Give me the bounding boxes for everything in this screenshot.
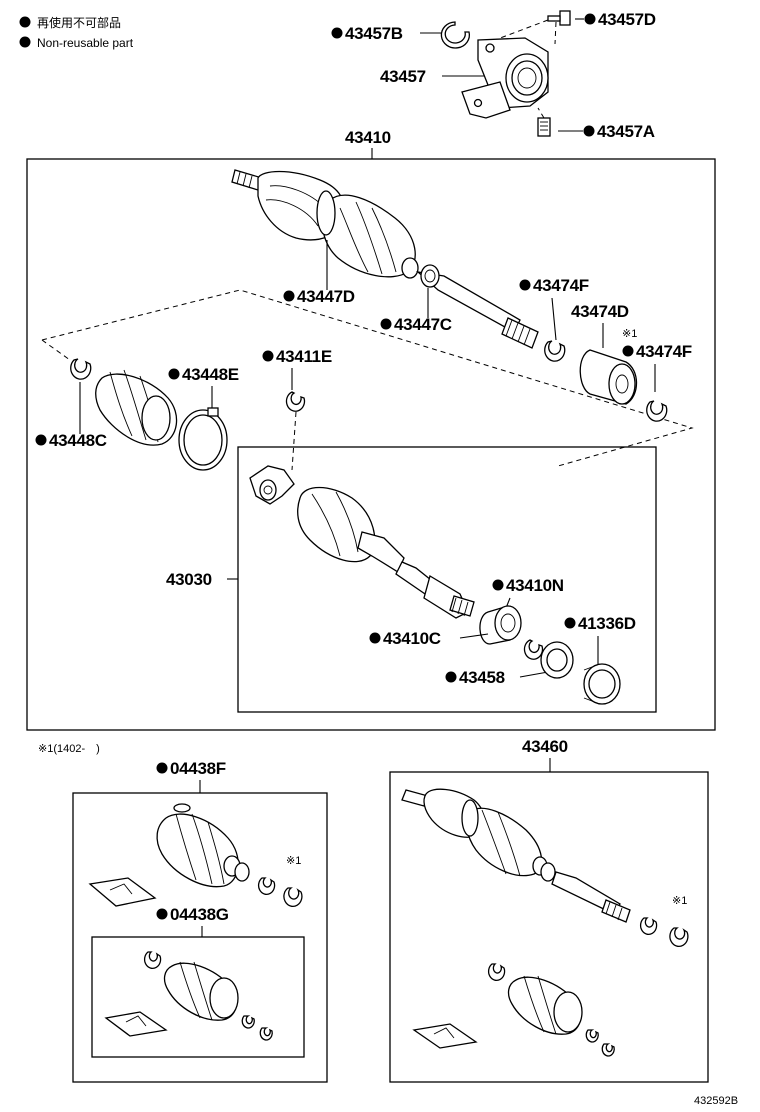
- non-reusable-dot-icon: [519, 279, 531, 291]
- legend-en: Non-reusable part: [37, 36, 134, 50]
- grease-pack-icon[interactable]: [88, 877, 157, 907]
- assembly-dash: [537, 107, 545, 119]
- non-reusable-dot-icon: [445, 671, 457, 683]
- leader-line: [551, 297, 557, 341]
- part-label-43447D[interactable]: 43447D: [297, 287, 355, 306]
- inner-cv-joint[interactable]: [249, 465, 475, 619]
- snap-ring-43457B[interactable]: [440, 21, 471, 49]
- snap-ring-43410C[interactable]: [523, 639, 544, 660]
- part-label-43447C[interactable]: 43447C: [394, 315, 452, 334]
- part-label-43448C[interactable]: 43448C: [49, 431, 107, 450]
- part-label-43410C[interactable]: 43410C: [383, 629, 441, 648]
- legend-jp: 再使用不可部品: [37, 15, 121, 30]
- non-reusable-dot-icon: [19, 16, 31, 28]
- clamp-43448C[interactable]: [70, 358, 92, 380]
- part-label-43460[interactable]: 43460: [522, 737, 568, 756]
- non-reusable-dot-icon: [564, 617, 576, 629]
- part-label-43474F-b[interactable]: 43474F: [636, 342, 692, 361]
- snap-ring-43460-2[interactable]: [601, 1043, 615, 1057]
- part-label-43448E[interactable]: 43448E: [182, 365, 239, 384]
- drive-shaft-43460[interactable]: [401, 788, 631, 923]
- non-reusable-dot-icon: [156, 908, 168, 920]
- note-mark: ※1: [672, 895, 687, 907]
- non-reusable-dot-icon: [168, 368, 180, 380]
- non-reusable-dot-icon: [331, 27, 343, 39]
- non-reusable-dot-icon: [19, 36, 31, 48]
- part-label-43474D[interactable]: 43474D: [571, 302, 629, 321]
- non-reusable-dot-icon: [583, 125, 595, 137]
- kit-box-04438F: [72, 792, 328, 1083]
- assembly-box-43410: [26, 158, 716, 731]
- outer-boot-kit[interactable]: [156, 803, 250, 888]
- non-reusable-dot-icon: [622, 345, 634, 357]
- grease-pack-icon[interactable]: [412, 1023, 478, 1049]
- part-label-43030[interactable]: 43030: [166, 570, 212, 589]
- clamp-43474F-a[interactable]: [544, 340, 566, 362]
- bearing-bracket-group: 43457B 43457D 43457 43457A: [331, 10, 656, 141]
- inner-boot-kit[interactable]: [143, 951, 239, 1021]
- note-mark: ※1: [286, 855, 301, 867]
- part-label-43410[interactable]: 43410: [345, 128, 391, 147]
- seal-41336D[interactable]: [583, 663, 621, 705]
- clamp-43448E[interactable]: [178, 407, 228, 471]
- legend: 再使用不可部品 Non-reusable part: [19, 15, 134, 50]
- non-reusable-dot-icon: [369, 632, 381, 644]
- clamp-kit-f-1[interactable]: [257, 877, 276, 895]
- part-label-43410N[interactable]: 43410N: [506, 576, 564, 595]
- part-label-43474F-a[interactable]: 43474F: [533, 276, 589, 295]
- clamp-43474F-b[interactable]: [646, 400, 668, 422]
- clamp-43460-2[interactable]: [669, 927, 689, 948]
- inner-boot-43460[interactable]: [487, 963, 583, 1035]
- assembly-box-43460: [389, 771, 709, 1083]
- note-mark: ※1: [622, 328, 637, 340]
- snap-ring-kit-g[interactable]: [241, 1015, 255, 1029]
- leader-line: [519, 671, 549, 678]
- snap-ring-43460-1[interactable]: [585, 1029, 599, 1043]
- bearing-43410N[interactable]: [479, 605, 522, 645]
- snap-ring-kit-g-2[interactable]: [259, 1027, 273, 1041]
- non-reusable-dot-icon: [262, 350, 274, 362]
- part-label-43457B[interactable]: 43457B: [345, 24, 403, 43]
- non-reusable-dot-icon: [283, 290, 295, 302]
- part-label-43457[interactable]: 43457: [380, 67, 426, 86]
- part-label-43458[interactable]: 43458: [459, 668, 505, 687]
- non-reusable-dot-icon: [156, 762, 168, 774]
- non-reusable-dot-icon: [584, 13, 596, 25]
- snap-ring-43411E[interactable]: [285, 391, 306, 412]
- non-reusable-dot-icon: [380, 318, 392, 330]
- part-label-43457A[interactable]: 43457A: [597, 122, 655, 141]
- clamp-43460-1[interactable]: [639, 917, 658, 935]
- part-label-04438G[interactable]: 04438G: [170, 905, 229, 924]
- dynamic-damper-43474D[interactable]: [579, 349, 638, 405]
- clamp-kit-f-2[interactable]: [283, 887, 303, 908]
- part-label-04438F[interactable]: 04438F: [170, 759, 226, 778]
- non-reusable-dot-icon: [35, 434, 47, 446]
- bracket-43457[interactable]: [461, 37, 549, 119]
- bolt-43457D[interactable]: [547, 10, 571, 26]
- boot-kit-outline: [41, 289, 694, 467]
- grease-pack-icon[interactable]: [104, 1011, 168, 1037]
- kit-box-04438G: [91, 936, 305, 1058]
- outer-cv-joint-shaft[interactable]: [231, 169, 539, 349]
- bolt-43457A[interactable]: [537, 117, 551, 137]
- part-label-43457D[interactable]: 43457D: [598, 10, 656, 29]
- part-label-43411E[interactable]: 43411E: [276, 347, 332, 366]
- note-text: ※1(1402- ): [38, 743, 100, 755]
- assembly-dash: [291, 411, 297, 471]
- assembly-dash: [494, 19, 557, 45]
- deflector-43458[interactable]: [540, 641, 574, 679]
- non-reusable-dot-icon: [492, 579, 504, 591]
- diagram-reference-code: 432592B: [694, 1095, 738, 1107]
- inner-boot[interactable]: [95, 369, 178, 446]
- leader-line: [459, 633, 489, 639]
- part-label-41336D[interactable]: 41336D: [578, 614, 636, 633]
